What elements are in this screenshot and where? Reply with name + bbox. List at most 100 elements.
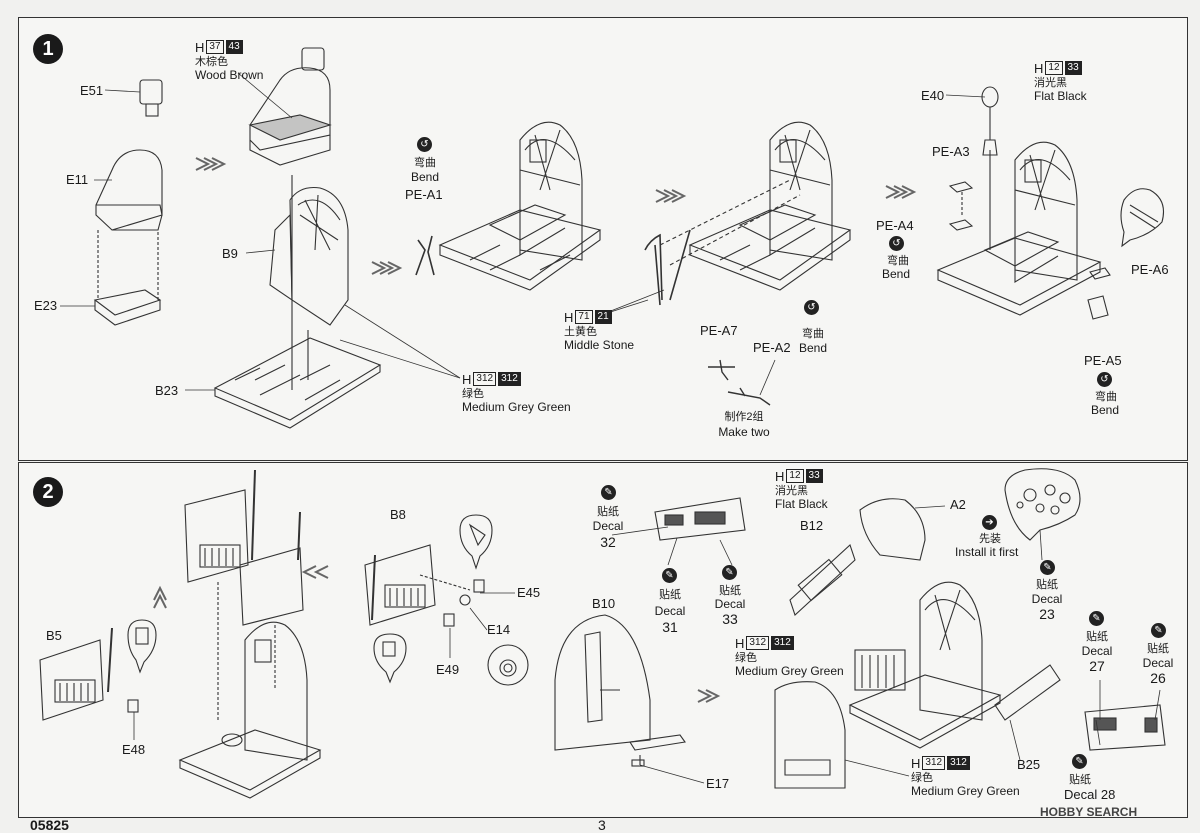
cockpit-assembly-2 [659,121,852,291]
paint-name-en: Medium Grey Green [911,784,1020,798]
paint-code-wood-brown: H 37 43 [195,40,243,54]
decal-number-28: Decal 28 [1064,787,1116,802]
product-code: 05825 [30,817,69,833]
seat-assembly [248,47,332,166]
cockpit-assembly-3 [936,141,1102,316]
part-label-e14: E14 [487,622,511,637]
bend-icon: ↺ [889,236,904,251]
install-first-en: Install it first [955,545,1019,559]
paint-code-middle-stone: H 71 21 [564,310,612,324]
paint-prefix: H [564,309,574,325]
step-1-panel: 1 [18,17,1188,461]
paint-prefix: H [911,755,921,771]
bend-icon: ↺ [804,300,819,315]
part-label-pe-a4: PE-A4 [876,218,914,233]
bend-label-cn: 弯曲 [414,157,436,169]
part-label-e48: E48 [122,742,146,757]
decal-number-27: 27 [1089,658,1105,674]
cockpit-assembly-1 [438,121,602,291]
decal-icon: ✎ [601,485,616,500]
install-first-cn: 先装 [979,533,1001,545]
make-two-en: Make two [718,425,770,439]
step-number: 2 [33,477,63,507]
paint-name-cn: 绿色 [911,772,933,784]
paint-prefix: H [462,371,472,387]
part-label-pe-a3: PE-A3 [932,144,970,159]
part-label-pe-a7: PE-A7 [700,323,738,338]
paint-code-b: 33 [805,469,823,483]
paint-code-flat-black: H 12 33 [775,469,823,483]
decal-icon: ✎ [662,568,677,583]
bend-label-cn: 弯曲 [1095,391,1117,403]
decal-icon: ✎ [1151,623,1166,638]
decal-label-cn: 贴纸 [659,589,681,601]
paint-name-en: Flat Black [775,497,828,511]
part-label-b23: B23 [155,383,179,398]
paint-code-b: 312 [498,372,521,386]
decal-label-cn: 贴纸 [1069,774,1091,786]
paint-name-cn: 绿色 [735,652,757,664]
decal-number-32: 32 [600,534,616,550]
paint-prefix: H [775,468,785,484]
cockpit-assembly-final [848,581,1002,749]
step-number: 1 [33,34,63,64]
decal-label-en: Decal [592,519,624,533]
decal-icon: ✎ [1040,560,1055,575]
part-label-e11: E11 [66,172,89,187]
paint-name-cn: 消光黑 [775,485,808,497]
bend-label-cn: 弯曲 [802,328,824,340]
part-b23-floor [213,175,382,429]
paint-name-en: Medium Grey Green [735,664,844,678]
decal-label-cn: 贴纸 [1147,643,1169,655]
part-label-b10: B10 [592,596,616,611]
paint-prefix: H [1034,60,1044,76]
part-label-pe-a1: PE-A1 [405,187,443,202]
paint-code-b: 33 [1064,61,1082,75]
paint-code-flat-black: H 12 33 [1034,61,1082,75]
decal-number-23: 23 [1039,606,1055,622]
part-label-e51: E51 [80,83,104,98]
decal-label-cn: 贴纸 [719,585,741,597]
paint-code-a: 12 [786,469,804,483]
paint-name-en: Wood Brown [195,68,264,82]
decal-icon: ✎ [1072,754,1087,769]
part-label-e23: E23 [34,298,58,313]
part-label-e17: E17 [706,776,730,791]
paint-name-cn: 木棕色 [195,56,228,68]
decal-number-31: 31 [662,619,678,635]
paint-name-en: Medium Grey Green [462,400,571,414]
paint-code-a: 12 [1045,61,1063,75]
bend-label-en: Bend [799,341,828,355]
bend-label-en: Bend [410,170,440,184]
side-panel-assembly [178,469,322,799]
paint-code-grey-green: H 312 312 [735,636,794,650]
part-label-b12: B12 [800,518,824,533]
part-label-pe-a5: PE-A5 [1084,353,1122,368]
decal-label-en: Decal [1081,644,1113,658]
paint-code-b: 21 [594,310,612,324]
paint-code-grey-green: H 312 312 [911,756,970,770]
part-b5-panel [39,627,139,721]
paint-code-grey-green: H 312 312 [462,372,521,386]
paint-name-cn: 消光黑 [1034,77,1067,89]
paint-prefix: H [735,635,745,651]
part-label-e40: E40 [921,88,945,103]
paint-prefix: H [195,39,205,55]
part-b8-panel [364,544,485,627]
decal-label-en: Decal [1031,592,1063,606]
paint-code-a: 37 [206,40,224,54]
part-label-e49: E49 [436,662,460,677]
paint-code-b: 312 [947,756,970,770]
make-two-cn: 制作2组 [724,411,764,423]
decal-label-en: Decal [654,604,686,618]
bend-icon: ↺ [417,137,432,152]
paint-code-a: 312 [473,372,497,386]
part-label-b25: B25 [1017,757,1041,772]
paint-name-cn: 土黄色 [564,326,597,338]
part-e23-base [93,289,162,326]
decal-label-cn: 贴纸 [597,506,619,518]
part-e51-headrest [139,79,163,117]
part-e11-seat [95,149,163,300]
install-first-icon: ➔ [982,515,997,530]
